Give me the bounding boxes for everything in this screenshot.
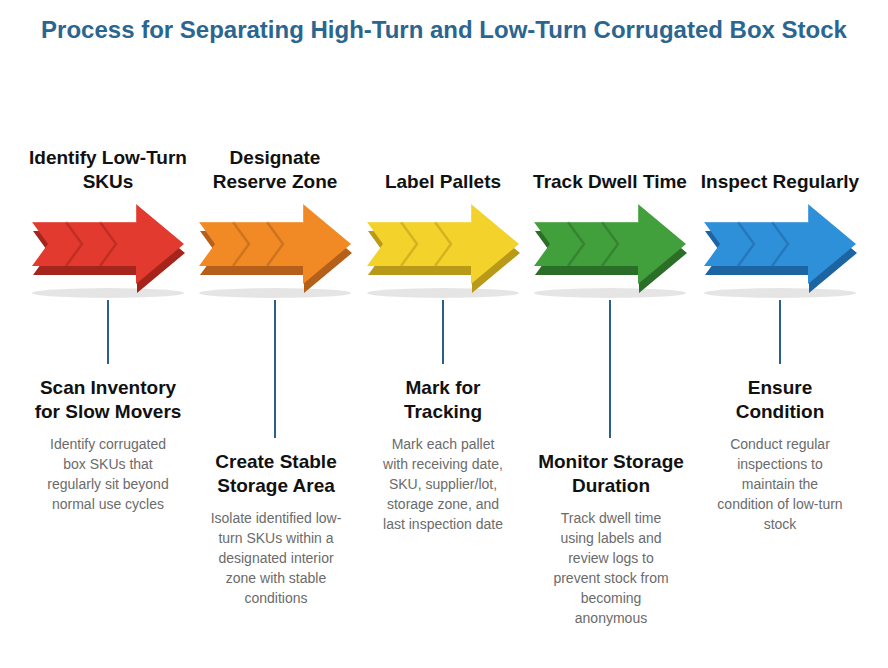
step-detail: Create Stable Storage AreaIsolate identi… <box>203 438 349 608</box>
arrow-shadow <box>32 288 184 298</box>
arrow-shadow <box>199 288 351 298</box>
chevron-fold <box>66 222 82 266</box>
detail-body: Mark each pallet with receiving date, SK… <box>379 434 507 534</box>
arrow-face <box>534 204 686 284</box>
arrow-highlight <box>32 204 136 222</box>
connector-line <box>107 300 109 364</box>
chevron-fold <box>233 222 249 266</box>
arrow-shadow <box>704 288 856 298</box>
chevron-fold <box>738 222 754 266</box>
step-detail: Ensure ConditionConduct regular inspecti… <box>705 364 855 534</box>
connector-line <box>274 300 276 438</box>
detail-heading: Ensure Condition <box>705 376 855 424</box>
detail-heading: Scan Inventory for Slow Movers <box>33 376 183 424</box>
arrow-shape <box>700 200 860 300</box>
connector-line <box>779 300 781 364</box>
arrow-shadow <box>367 288 519 298</box>
arrow-highlight <box>199 204 303 222</box>
detail-heading: Mark for Tracking <box>368 376 518 424</box>
chevron-fold <box>435 222 451 266</box>
detail-body: Identify corrugated box SKUs that regula… <box>42 434 174 514</box>
process-arrow: Label Pallets <box>363 170 523 300</box>
connector-line <box>609 300 611 438</box>
step-title: Label Pallets <box>363 170 523 194</box>
chevron-fold <box>267 222 283 266</box>
detail-body: Isolate identified low-turn SKUs within … <box>208 508 344 608</box>
chevron-fold <box>602 222 618 266</box>
step-title: Inspect Regularly <box>700 170 860 194</box>
chevron-fold <box>568 222 584 266</box>
arrow-shape <box>28 200 188 300</box>
step-detail: Monitor Storage DurationTrack dwell time… <box>536 438 686 628</box>
detail-body: Track dwell time using labels and review… <box>543 508 679 628</box>
process-arrow: Track Dwell Time <box>530 170 690 300</box>
chevron-fold <box>772 222 788 266</box>
chevron-fold <box>100 222 116 266</box>
step-title: Designate Reserve Zone <box>195 146 355 194</box>
arrow-shape <box>530 200 690 300</box>
arrow-highlight <box>367 204 471 222</box>
detail-heading: Monitor Storage Duration <box>536 450 686 498</box>
arrow-face <box>199 204 351 284</box>
arrow-shape <box>363 200 523 300</box>
process-arrow: Identify Low-Turn SKUs <box>28 146 188 300</box>
diagram-title: Process for Separating High-Turn and Low… <box>30 14 858 45</box>
arrow-shadow <box>534 288 686 298</box>
arrow-face <box>367 204 519 284</box>
step-detail: Scan Inventory for Slow MoversIdentify c… <box>33 364 183 514</box>
step-title: Track Dwell Time <box>530 170 690 194</box>
arrow-face <box>704 204 856 284</box>
connector-line <box>442 300 444 364</box>
arrow-highlight <box>704 204 808 222</box>
detail-body: Conduct regular inspections to maintain … <box>714 434 846 534</box>
process-arrow: Inspect Regularly <box>700 170 860 300</box>
chevron-fold <box>401 222 417 266</box>
arrow-shape <box>195 200 355 300</box>
process-arrow: Designate Reserve Zone <box>195 146 355 300</box>
step-title: Identify Low-Turn SKUs <box>28 146 188 194</box>
arrow-highlight <box>534 204 638 222</box>
step-detail: Mark for TrackingMark each pallet with r… <box>368 364 518 534</box>
detail-heading: Create Stable Storage Area <box>203 450 349 498</box>
arrow-face <box>32 204 184 284</box>
